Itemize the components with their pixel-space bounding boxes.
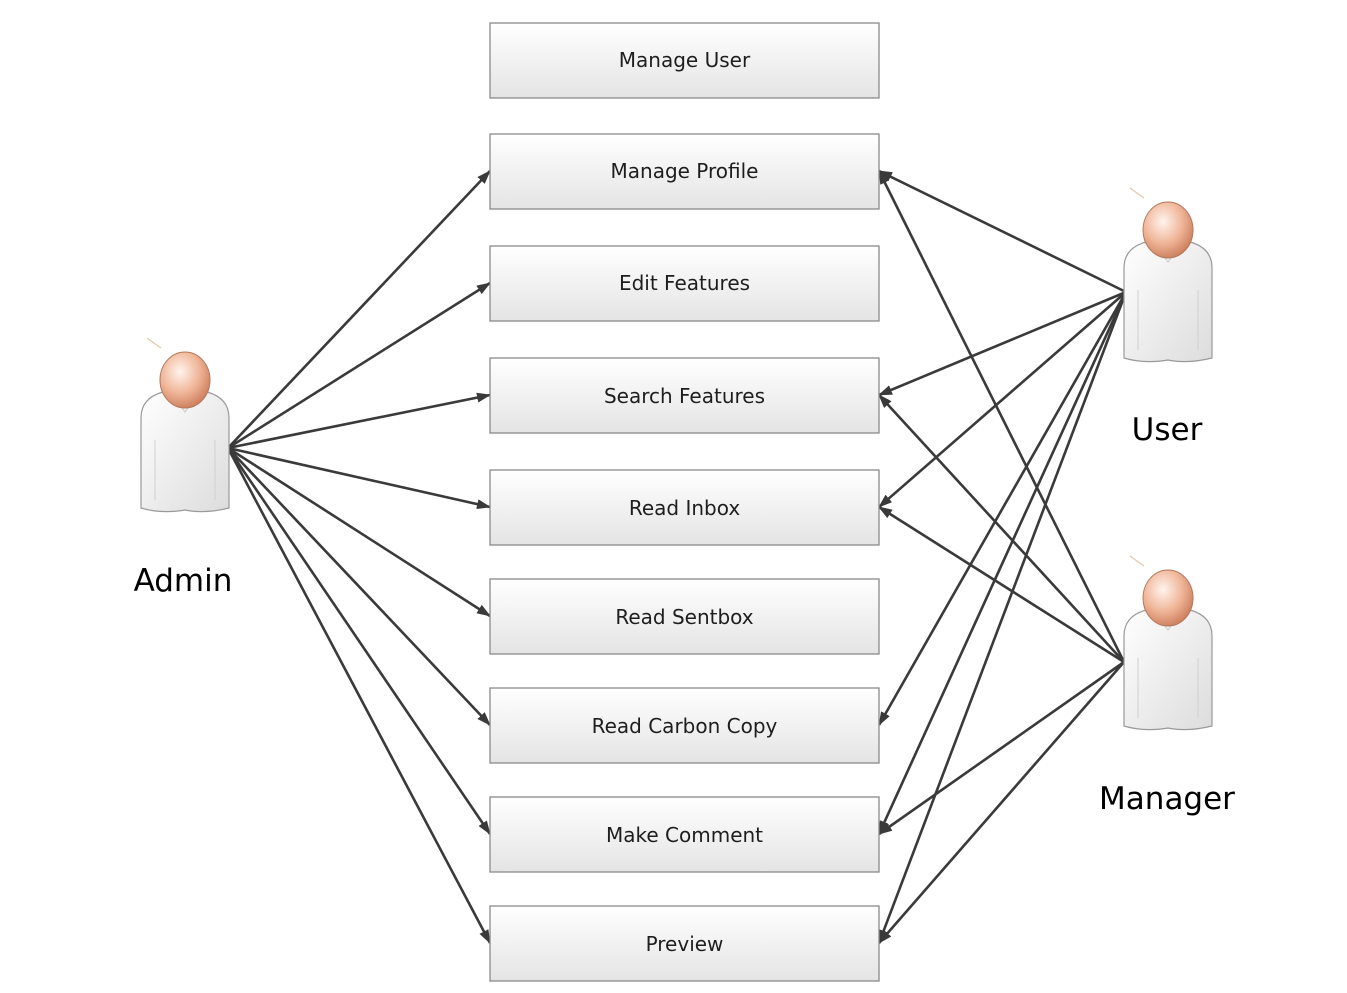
actor-user[interactable]: User — [1123, 187, 1213, 448]
association-arrow-admin-to-make-comment — [226, 447, 492, 835]
association-arrow-user-to-read-carbon-copy — [877, 291, 1128, 726]
use-case-read-carbon-copy[interactable]: Read Carbon Copy — [489, 687, 880, 764]
use-case-label: Read Inbox — [629, 496, 741, 520]
association-arrow-admin-to-read-inbox — [227, 446, 491, 510]
association-arrow-manager-to-read-inbox — [878, 505, 1125, 664]
use-case-read-sentbox[interactable]: Read Sentbox — [489, 578, 880, 655]
association-arrow-admin-to-manage-profile — [227, 170, 491, 449]
use-case-label: Manage Profile — [611, 159, 759, 183]
association-arrow-manager-to-search-features — [878, 394, 1125, 663]
actor-label: Admin — [134, 563, 233, 599]
actor-manager[interactable]: Manager — [1099, 555, 1235, 817]
use-case-preview[interactable]: Preview — [489, 905, 880, 982]
association-arrow-user-to-preview — [877, 291, 1128, 944]
use-case-label: Search Features — [604, 384, 765, 408]
use-case-manage-profile[interactable]: Manage Profile — [489, 133, 880, 210]
association-arrow-user-to-search-features — [878, 290, 1127, 397]
association-arrow-user-to-read-inbox — [878, 291, 1127, 508]
person-icon — [140, 337, 230, 513]
use-case-search-features[interactable]: Search Features — [489, 357, 880, 434]
association-arrow-user-to-make-comment — [877, 291, 1128, 835]
use-case-label: Preview — [646, 932, 724, 956]
actor-admin[interactable]: Admin — [134, 337, 233, 599]
association-arrow-admin-to-read-carbon-copy — [227, 447, 491, 726]
association-arrow-manager-to-manage-profile — [877, 170, 1126, 663]
use-case-label: Make Comment — [606, 823, 763, 847]
association-arrow-admin-to-edit-features — [227, 281, 491, 450]
person-icon — [1123, 555, 1213, 731]
actor-label: User — [1132, 412, 1203, 448]
use-case-label: Edit Features — [619, 271, 750, 295]
association-arrow-manager-to-preview — [878, 661, 1125, 944]
association-arrow-manager-to-make-comment — [878, 660, 1125, 836]
person-icon — [1123, 187, 1213, 363]
use-case-label: Read Sentbox — [615, 605, 753, 629]
use-case-manage-user[interactable]: Manage User — [489, 22, 880, 99]
association-arrow-admin-to-preview — [226, 447, 492, 944]
use-case-make-comment[interactable]: Make Comment — [489, 796, 880, 873]
association-arrow-admin-to-read-sentbox — [227, 446, 491, 618]
use-case-boxes: Manage User Manage Profile Edit Features… — [489, 22, 880, 982]
use-case-read-inbox[interactable]: Read Inbox — [489, 469, 880, 546]
actor-label: Manager — [1099, 781, 1235, 817]
use-case-edit-features[interactable]: Edit Features — [489, 245, 880, 322]
association-arrow-admin-to-search-features — [227, 392, 491, 450]
use-case-label: Read Carbon Copy — [592, 714, 778, 738]
association-lines — [226, 169, 1128, 944]
association-arrow-user-to-manage-profile — [878, 169, 1127, 294]
use-case-label: Manage User — [619, 48, 751, 72]
